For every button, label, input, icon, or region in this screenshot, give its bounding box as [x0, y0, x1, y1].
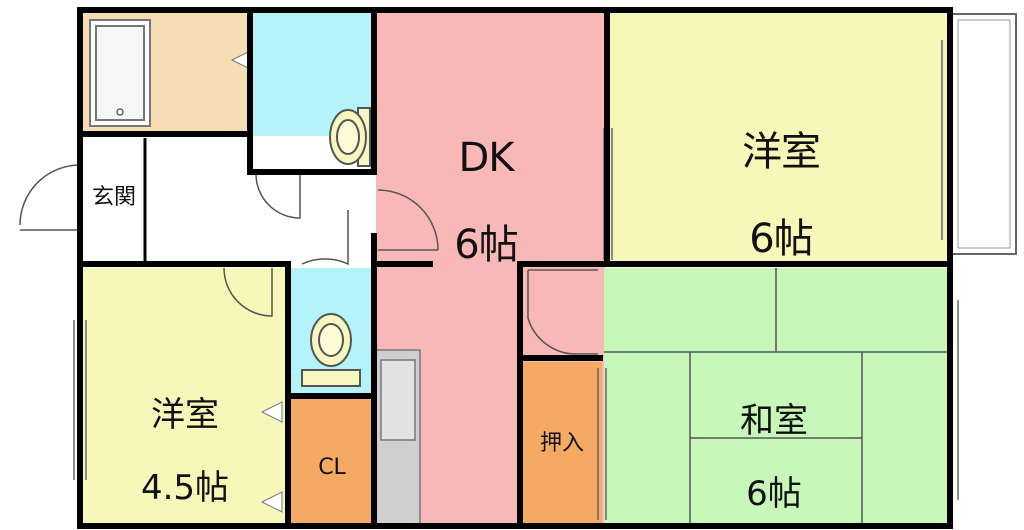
- japanese-size: 6帖: [746, 474, 802, 515]
- toilet-fixture-upper: [329, 107, 371, 167]
- tatami-lines: [604, 268, 950, 526]
- walls: [77, 7, 953, 529]
- entrance-hall: [82, 136, 376, 262]
- western-room-main: [609, 12, 950, 262]
- oshiire-label: 押入: [539, 431, 584, 456]
- toilet-fixture-lower: [301, 313, 361, 387]
- dk-room-name: DK: [458, 135, 514, 182]
- japanese-label: 和室 6帖: [714, 366, 834, 513]
- western-room-small: [82, 268, 288, 526]
- door-swings: [19, 164, 598, 355]
- western-main-name: 洋室: [742, 129, 821, 176]
- dk-room-size: 6帖: [454, 221, 518, 268]
- closet-area: [290, 398, 373, 526]
- oshiire-area: [522, 362, 602, 526]
- western-small-size: 4.5帖: [140, 468, 230, 509]
- western-small-name: 洋室: [151, 394, 219, 435]
- japanese-room: [604, 268, 950, 526]
- closet-label: CL: [318, 455, 346, 480]
- western-small-label: 洋室 4.5帖: [120, 360, 250, 507]
- western-main-size: 6帖: [749, 215, 813, 262]
- entrance-label: 玄関: [91, 185, 136, 210]
- dk-label: DK 6帖: [426, 94, 546, 267]
- balcony: [951, 13, 1017, 255]
- japanese-name: 和室: [740, 400, 808, 441]
- western-main-label: 洋室 6帖: [716, 88, 846, 261]
- bathtub: [89, 19, 151, 127]
- kitchen-sink: [380, 359, 416, 441]
